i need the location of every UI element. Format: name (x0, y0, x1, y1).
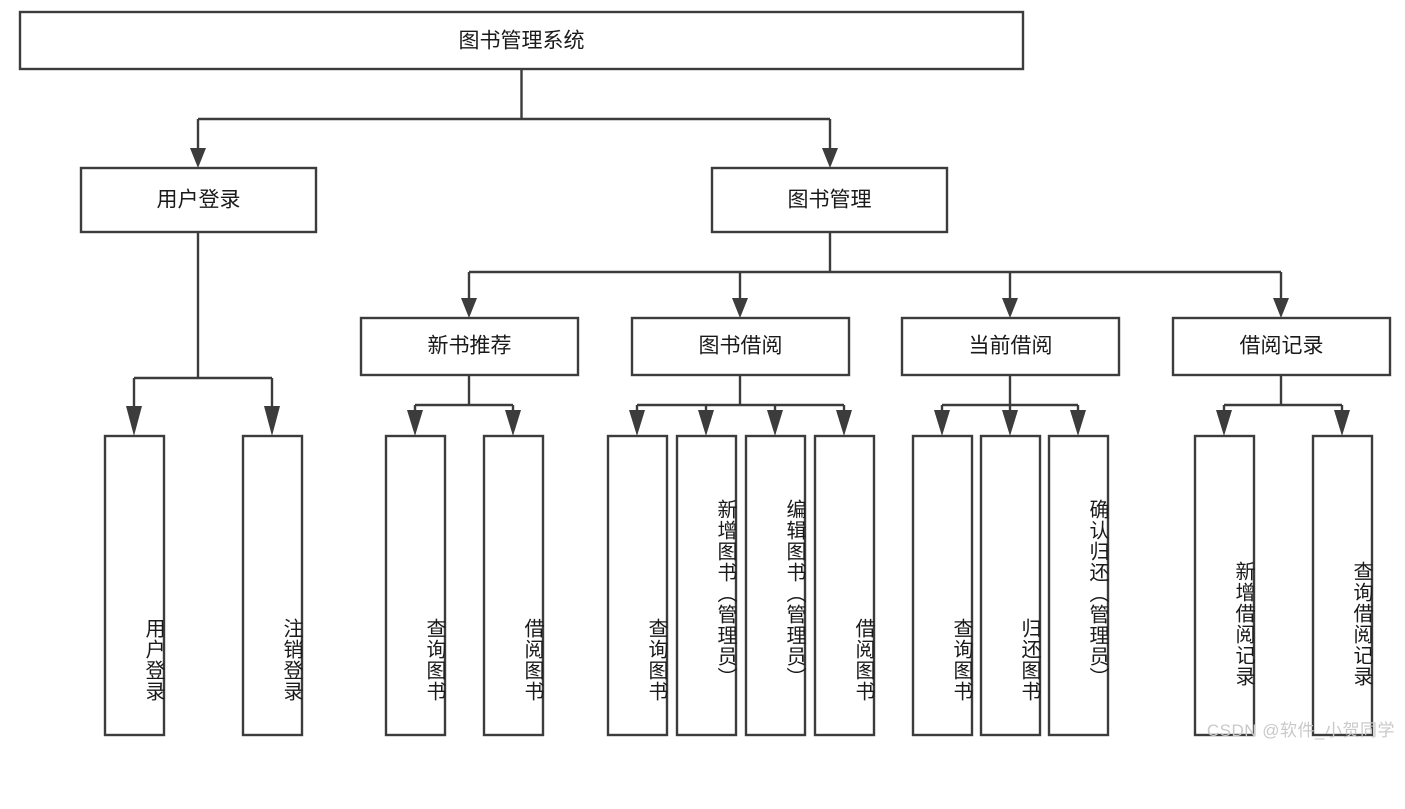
arrowhead-leaf-query-book-1 (407, 410, 423, 436)
arrowhead-leaf-user-logout (264, 406, 280, 436)
node-label-borrow-record: 借阅记录 (1240, 335, 1324, 358)
watermark-text: CSDN @软件_小贺同学 (1206, 721, 1395, 740)
node-label-user-login: 用户登录 (157, 189, 241, 212)
node-box-leaf-borrow-book-2[interactable] (813, 434, 876, 737)
node-box-leaf-borrow-book-1[interactable] (482, 434, 545, 737)
node-box-leaf-user-login[interactable] (103, 434, 166, 737)
node-label-root: 图书管理系统 (459, 30, 585, 53)
arrowhead-leaf-borrow-book-2 (836, 410, 852, 436)
node-box-user-login[interactable] (79, 166, 318, 234)
arrowhead-book-manage (822, 148, 838, 168)
flowchart-canvas: 图书管理系统 用户登录 图书管理 新书推荐 图书借阅 当前借阅 借阅记录 用户登… (18, 10, 1395, 740)
arrowhead-leaf-query-book-2 (629, 410, 645, 436)
arrowhead-leaf-add-book (698, 410, 714, 436)
arrowhead-leaf-confirm-return (1070, 410, 1086, 436)
node-box-book-manage[interactable] (710, 166, 949, 234)
arrowhead-current-borrow (1002, 298, 1018, 318)
arrowhead-borrow-record (1273, 298, 1289, 318)
node-label-book-manage: 图书管理 (788, 189, 872, 212)
connector-layer (126, 69, 1350, 436)
node-box-leaf-add-record[interactable] (1193, 434, 1256, 737)
node-box-leaf-add-book[interactable] (675, 434, 738, 737)
label-layer: 图书管理系统 用户登录 图书管理 新书推荐 图书借阅 当前借阅 借阅记录 (157, 30, 1324, 358)
node-box-root[interactable] (18, 10, 1025, 71)
node-box-leaf-edit-book[interactable] (744, 434, 807, 737)
arrowhead-leaf-return-book (1002, 410, 1018, 436)
arrowhead-leaf-query-record (1334, 410, 1350, 436)
node-box-leaf-return-book[interactable] (979, 434, 1042, 737)
hierarchy-diagram-svg: 图书管理系统 用户登录 图书管理 新书推荐 图书借阅 当前借阅 借阅记录 (18, 10, 1392, 737)
node-label-current-borrow: 当前借阅 (969, 335, 1053, 358)
node-box-leaf-query-book-2[interactable] (606, 434, 669, 737)
node-box-leaf-user-logout[interactable] (241, 434, 304, 737)
arrowhead-leaf-add-record (1216, 410, 1232, 436)
node-label-new-book-recommend: 新书推荐 (428, 335, 512, 358)
arrowhead-leaf-user-login (126, 406, 142, 436)
arrowhead-leaf-borrow-book-1 (505, 410, 521, 436)
node-box-leaf-query-book-3[interactable] (911, 434, 974, 737)
node-box-leaf-confirm-return[interactable] (1047, 434, 1110, 737)
arrowhead-new-book (461, 298, 477, 318)
node-box-leaf-query-book-1[interactable] (384, 434, 447, 737)
node-box-new-book-recommend[interactable] (359, 316, 580, 377)
node-box-book-borrow[interactable] (630, 316, 851, 377)
node-box-current-borrow[interactable] (900, 316, 1121, 377)
arrowhead-user-login (190, 148, 206, 168)
node-label-book-borrow: 图书借阅 (699, 335, 783, 358)
node-layer (18, 10, 1392, 737)
node-box-borrow-record[interactable] (1171, 316, 1392, 377)
node-box-leaf-query-record[interactable] (1311, 434, 1374, 737)
arrowhead-book-borrow (732, 298, 748, 318)
arrowhead-leaf-query-book-3 (934, 410, 950, 436)
arrowhead-leaf-edit-book (767, 410, 783, 436)
